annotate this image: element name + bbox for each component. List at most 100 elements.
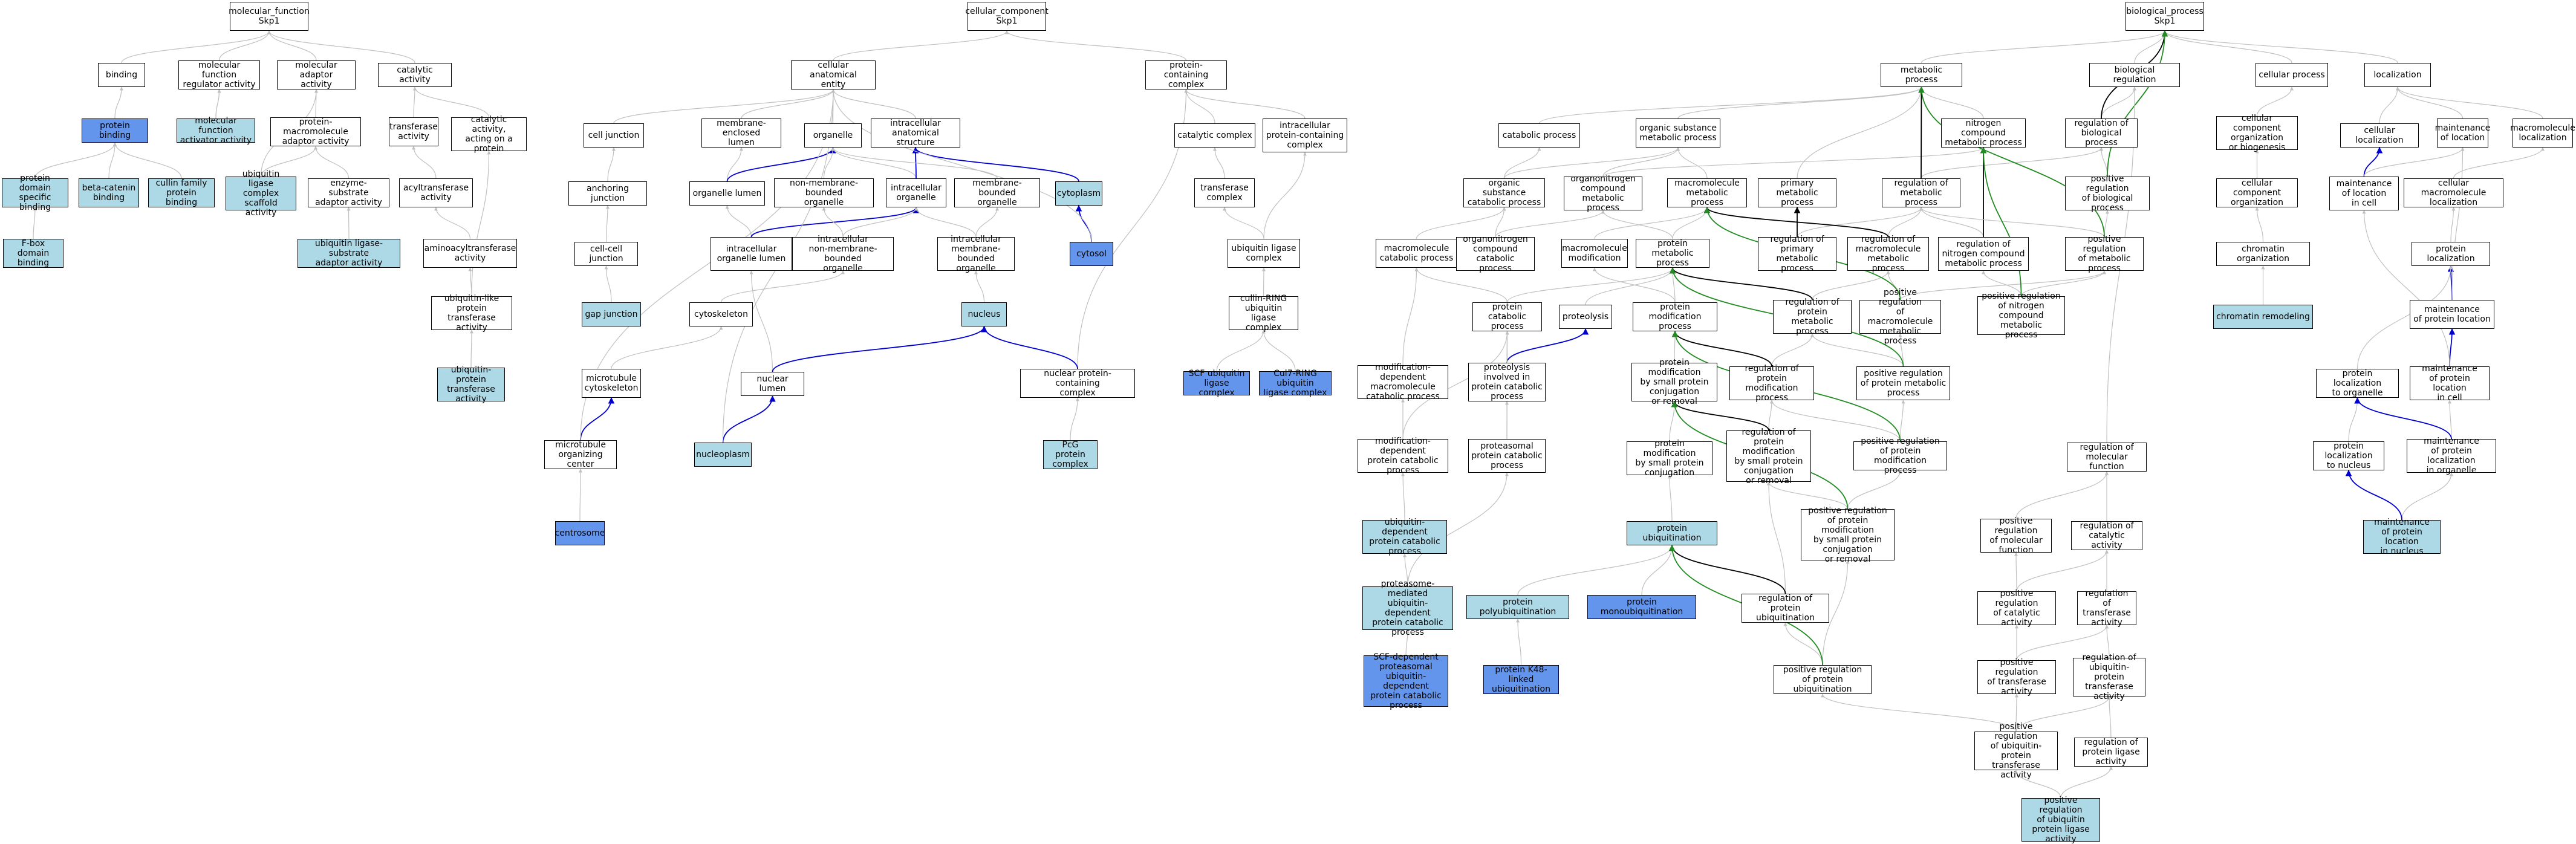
go-term-prncmp: positive regulation of nitrogen compound… — [1977, 291, 2065, 340]
edge-prcat-to-regcat — [2016, 550, 2109, 592]
go-term-pdsb: protein domain specific binding — [2, 174, 68, 212]
edge-imbo-to-iorg — [914, 207, 977, 238]
edge-cytosol-to-cae — [831, 89, 1092, 242]
go-term-pmaa: protein-macromolecule adaptor activity — [270, 117, 361, 146]
edge-regpu-to-protubiq — [1668, 544, 1786, 594]
edge-ulc-to-ipcc — [1263, 152, 1307, 239]
edge-binding-to-mf — [121, 30, 271, 63]
edge-regmmmp-to-regmp — [1887, 207, 1923, 238]
edge-regpmsmp-to-regpmodp — [1768, 400, 1774, 431]
go-term-pcc: protein-containing complex — [1145, 60, 1227, 89]
edge-ulptr-to-aminoacyl — [468, 267, 472, 297]
edge-pmp-to-metproc — [1797, 86, 1924, 179]
go-term-mtoc: microtubule organizing center — [544, 440, 617, 469]
edge-prpu-to-regpu — [1783, 622, 1823, 666]
edge-oncmp-to-osmp — [1602, 147, 1680, 177]
go-term-regmmmp: regulation of macromolecule metabolic pr… — [1847, 235, 1929, 273]
go-term-mplic: maintenance of protein location in cell — [2410, 364, 2490, 403]
go-term-pipcp: proteolysis involved in protein cataboli… — [1468, 363, 1546, 401]
go-term-ppcp: proteasomal protein catabolic process — [1468, 439, 1546, 473]
go-term-regpmp: regulation of primary metabolic process — [1758, 235, 1836, 273]
go-term-ulc: ubiquitin ligase complex — [1228, 239, 1300, 268]
go-term-reguptr: regulation of ubiquitin-protein transfer… — [2073, 653, 2145, 701]
edge-pmsmc-to-pmsmp — [1669, 401, 1676, 442]
go-term-prmp: positive regulation of metabolic process — [2065, 235, 2144, 273]
go-term-mplin: maintenance of protein location in nucle… — [2363, 518, 2441, 556]
edge-cae-to-cc — [833, 30, 1009, 61]
go-term-mfaa: molecular function activator activity — [177, 116, 255, 145]
edge-regpla-to-reguptr — [2107, 696, 2112, 738]
go-term-anchjunc: anchoring junction — [568, 181, 647, 206]
go-term-mtcyto: microtubule cytoskeleton — [582, 369, 641, 398]
edge-acyl-to-transf — [412, 146, 437, 179]
go-term-cat: catalytic activity — [378, 63, 452, 87]
edge-mainprotloc-to-mainloc — [2451, 147, 2465, 300]
go-term-onccp: organonitrogen compound catabolic proces… — [1456, 235, 1535, 273]
edge-orglumen-to-organelle — [726, 146, 836, 182]
go-term-iorg: intracellular organelle — [886, 178, 946, 207]
go-term-ccjunc: cell-cell junction — [574, 242, 638, 266]
edge-udpcp-to-mdpcp — [1401, 472, 1405, 521]
go-term-mainprotloc: maintenance of protein location — [2410, 300, 2494, 329]
go-term-mf: molecular_function Skp1 — [229, 2, 310, 31]
go-term-mmcp: macromolecule catabolic process — [1376, 239, 1457, 268]
go-term-protcat: protein catabolic process — [1472, 302, 1542, 331]
go-term-cellloc: cellular localization — [2340, 123, 2419, 148]
edge-nucleoplasm-to-nuclumen — [722, 395, 776, 443]
edge-regncmp-to-regmp — [1919, 207, 1984, 238]
edge-ulptr-to-catac — [471, 151, 491, 297]
edge-protbind-to-binding — [114, 86, 123, 119]
go-term-k48: protein K48-linked ubiquitination — [1483, 665, 1559, 694]
go-term-ias: intracellular anatomical structure — [871, 118, 960, 148]
go-term-prbp: positive regulation of biological proces… — [2065, 174, 2150, 213]
edge-prpmodp-to-prpmp — [1899, 400, 1905, 442]
go-term-cae: cellular anatomical entity — [791, 60, 876, 89]
edge-ulsaa-to-esaa — [346, 207, 351, 239]
go-term-regpla: regulation of protein ligase activity — [2074, 738, 2148, 767]
go-term-ulcsa: ubiquitin ligase complex scaffold activi… — [226, 169, 296, 218]
edge-monoubiq-to-protubiq — [1641, 545, 1674, 596]
go-term-regmf: regulation of molecular function — [2067, 443, 2147, 472]
edge-nmbo-to-organelle — [823, 147, 835, 179]
edge-pmodp-to-mmmod — [1593, 267, 1676, 303]
edge-regpu-to-regpmsmp — [1767, 481, 1786, 594]
edge-ias-to-cae — [831, 89, 916, 119]
go-term-nuclumen: nuclear lumen — [741, 372, 804, 396]
edge-polyubiq-to-protubiq — [1517, 545, 1674, 596]
go-term-cytosol: cytosol — [1070, 242, 1113, 266]
edge-cytoskel-to-inmbo — [720, 270, 845, 303]
edge-mlic-to-cellloc — [2363, 146, 2383, 177]
edge-catcomp-to-pcc — [1184, 89, 1215, 124]
edge-scfulc-to-crulc — [1216, 329, 1266, 372]
edge-bcat-to-protbind — [108, 142, 117, 179]
edge-mainprotloc-to-protloc — [2447, 265, 2454, 300]
edge-nucleus-to-imbo — [974, 270, 985, 303]
go-term-local: localization — [2364, 63, 2431, 87]
edge-prbp-to-regbp — [2100, 147, 2108, 177]
edge-catac-to-cat — [413, 86, 490, 118]
go-term-proteolysis: proteolysis — [1559, 305, 1612, 329]
edge-protmp-to-oncmp — [1601, 210, 1673, 239]
go-term-mmmp: macromolecule metabolic process — [1667, 178, 1747, 207]
edge-prmp-to-metproc — [1918, 86, 2105, 238]
go-term-cytoplasm: cytoplasm — [1055, 181, 1102, 206]
edge-ccjunc-to-anchjunc — [605, 205, 610, 242]
edge-ccob-to-cellproc — [2256, 86, 2294, 117]
edge-mtoc-to-mtcyto — [580, 397, 615, 441]
edge-pltn-to-plto — [2348, 397, 2360, 442]
edge-nuclumen-to-nucleus — [772, 325, 987, 372]
edge-mola-to-mf — [267, 30, 317, 61]
go-term-pmsmp: protein modification by small protein co… — [1631, 358, 1717, 406]
go-term-nucleus: nucleus — [961, 302, 1007, 326]
edge-protcat-to-protmp — [1506, 267, 1674, 303]
go-term-mola: molecular adaptor activity — [277, 60, 356, 89]
go-term-gapjunc: gap junction — [582, 302, 641, 326]
go-term-celljunc: cell junction — [584, 123, 644, 148]
edge-regmmmp-to-mmmp — [1703, 206, 1889, 238]
edge-nuclumen-to-iol — [749, 270, 773, 372]
edge-catproc-to-metproc — [1538, 86, 1924, 124]
go-term-orglumen: organelle lumen — [689, 181, 765, 206]
edge-mlic-to-mainloc — [2363, 147, 2465, 177]
edge-pmodp-to-protmp — [1671, 267, 1676, 303]
